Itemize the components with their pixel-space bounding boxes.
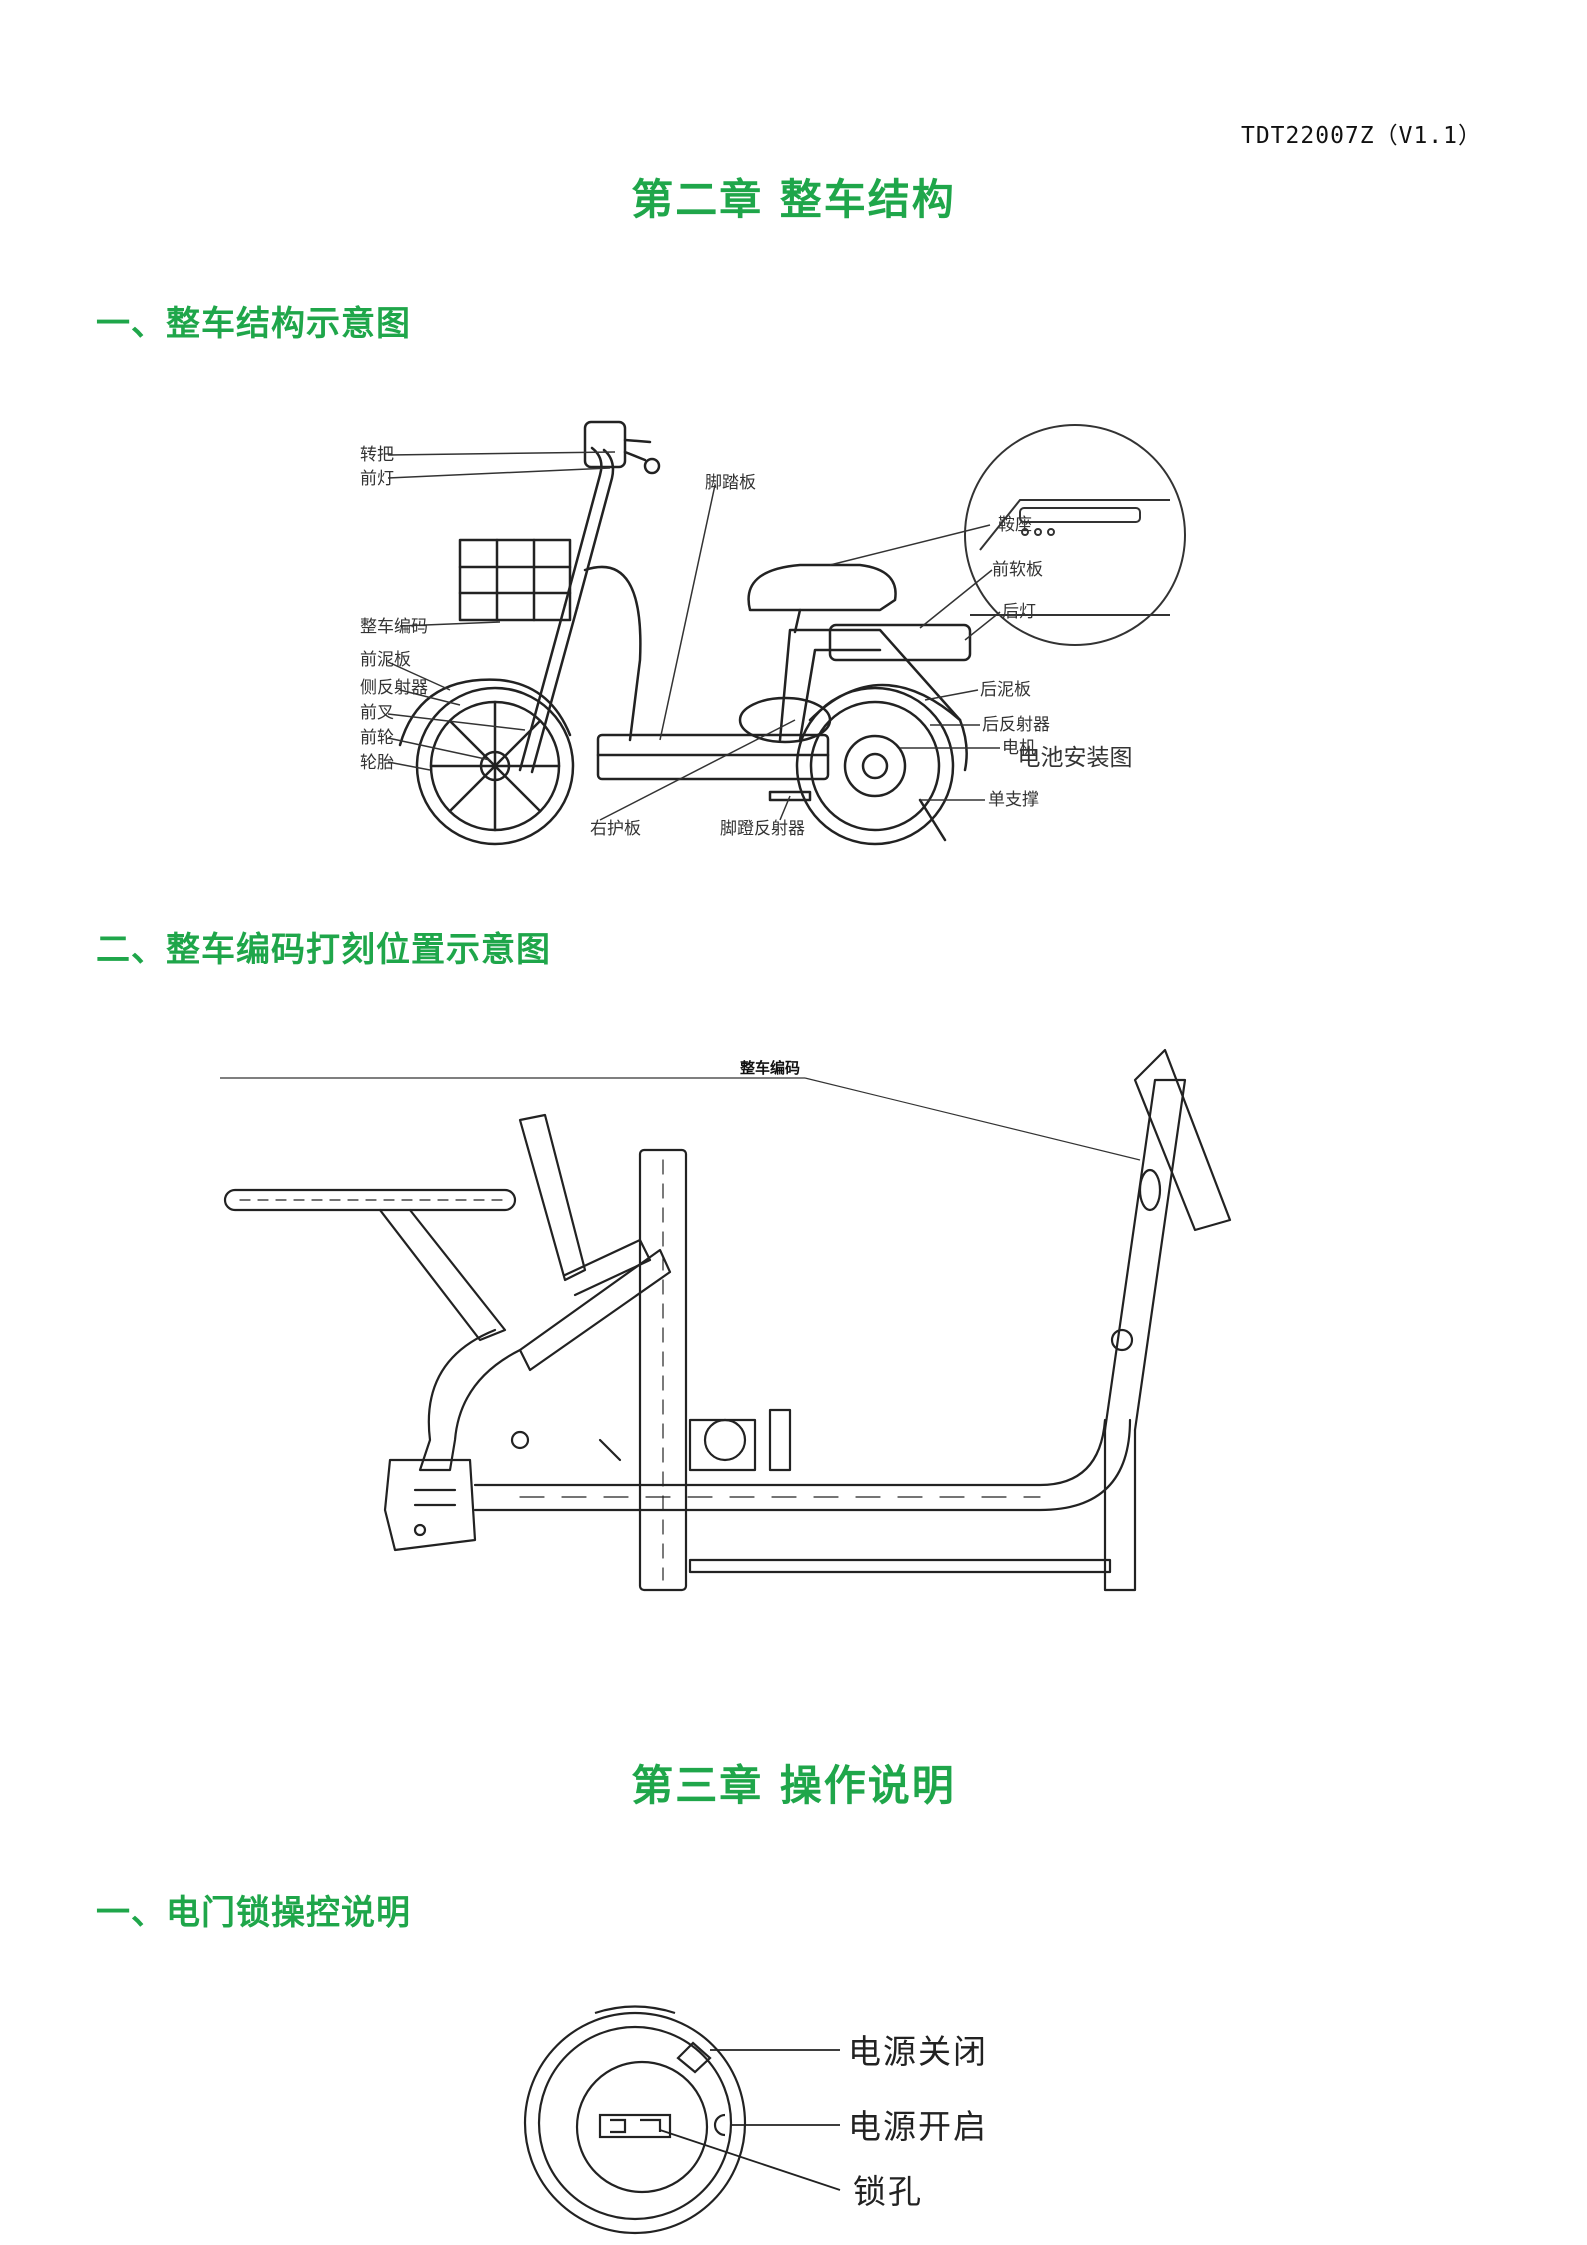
section-vin-position: 二、整车编码打刻位置示意图 — [96, 930, 551, 970]
label-headlight: 前灯 — [360, 469, 394, 489]
chapter-3-title: 第三章 操作说明 — [631, 1761, 956, 1810]
document-id: TDT22007Z（V1.1） — [1240, 123, 1482, 149]
power-off-icon — [676, 2041, 712, 2074]
label-kickstand: 单支撑 — [988, 790, 1039, 810]
front-wheel-drawing — [415, 686, 575, 846]
label-rear-fender: 后泥板 — [980, 680, 1031, 700]
ignition-lock-diagram: 电源关闭 电源开启 锁孔 — [523, 2005, 988, 2235]
label-front-fork: 前叉 — [360, 703, 394, 723]
label-footboard: 脚踏板 — [705, 473, 756, 493]
label-saddle: 鞍座 — [998, 515, 1032, 535]
battery-install-inset — [964, 424, 1186, 646]
chapter-2-title: 第二章 整车结构 — [631, 175, 956, 224]
label-front-soft-board: 前软板 — [992, 560, 1043, 580]
label-handlebar: 转把 — [360, 445, 394, 465]
label-side-reflector: 侧反射器 — [360, 678, 428, 698]
label-motor: 电机 — [1002, 738, 1036, 758]
label-right-guard: 右护板 — [590, 819, 641, 839]
label-battery-install: 电池安装图 — [1018, 745, 1133, 771]
label-pedal-reflector: 脚蹬反射器 — [720, 819, 805, 839]
power-on-icon — [713, 2113, 726, 2137]
label-keyhole: 锁孔 — [853, 2172, 923, 2211]
section-ignition-lock: 一、电门锁操控说明 — [96, 1893, 411, 1933]
section-vehicle-structure: 一、整车结构示意图 — [96, 304, 411, 344]
label-front-wheel: 前轮 — [360, 728, 394, 748]
label-vin: 整车编码 — [360, 617, 428, 637]
frame-vin-diagram: 整车编码 — [220, 1048, 1232, 1592]
label-tire: 轮胎 — [360, 753, 394, 773]
label-power-off: 电源关闭 — [848, 2032, 988, 2071]
label-rear-reflector: 后反射器 — [982, 715, 1050, 735]
label-taillight: 后灯 — [1002, 602, 1036, 622]
label-frame-vin: 整车编码 — [740, 1059, 800, 1077]
label-front-fender: 前泥板 — [360, 650, 411, 670]
rear-wheel-drawing — [795, 686, 955, 846]
bike-structure-diagram: 转把 前灯 整车编码 前泥板 侧反射器 前叉 前轮 轮胎 右护板 脚踏板 脚蹬反… — [360, 420, 1186, 846]
label-power-on: 电源开启 — [848, 2107, 988, 2146]
